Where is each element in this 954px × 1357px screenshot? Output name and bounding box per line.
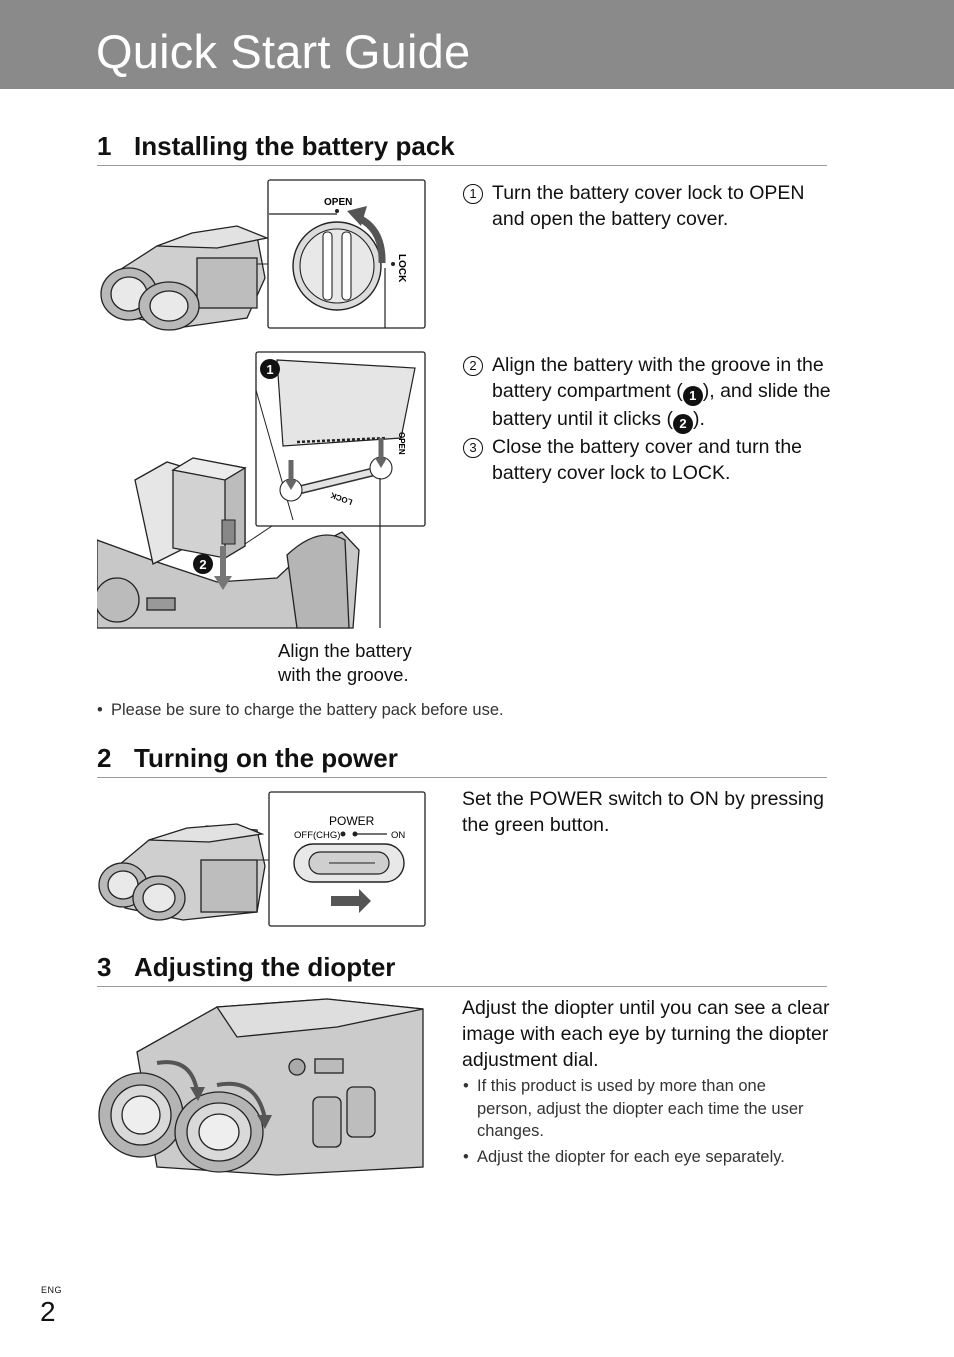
- note-text: Please be sure to charge the battery pac…: [111, 701, 504, 719]
- open-label: OPEN: [397, 432, 406, 455]
- note-text: Adjust the diopter for each eye separate…: [477, 1148, 785, 1166]
- on-label: ON: [391, 830, 405, 841]
- step-1: 1 Turn the battery cover lock to OPEN an…: [463, 180, 833, 232]
- section-number: 3: [97, 952, 112, 982]
- off-chg-label: OFF(CHG): [294, 830, 340, 841]
- caption-line: with the groove.: [278, 664, 409, 685]
- step-marker: 1: [463, 184, 483, 204]
- charge-note: • Please be sure to charge the battery p…: [97, 699, 697, 722]
- step-text-part: ).: [692, 408, 705, 430]
- diopter-instruction: Adjust the diopter until you can see a c…: [462, 997, 830, 1071]
- callout-2: 2: [199, 557, 206, 572]
- diopter-note-1: • If this product is used by more than o…: [463, 1075, 823, 1143]
- section-number: 1: [97, 131, 112, 161]
- step-text: Align the battery with the groove in the…: [463, 352, 833, 434]
- step-2: 2 Align the battery with the groove in t…: [463, 352, 833, 434]
- diopter-figure: [97, 997, 427, 1177]
- language-code: ENG: [41, 1285, 63, 1295]
- bullet: •: [463, 1148, 469, 1166]
- step-text: Close the battery cover and turn the bat…: [492, 436, 803, 484]
- power-instruction: Set the POWER switch to ON by pressing t…: [462, 788, 824, 836]
- bullet: •: [97, 701, 103, 719]
- section-title: Turning on the power: [134, 743, 398, 773]
- section-2-heading: 2 Turning on the power: [97, 744, 827, 778]
- open-label: OPEN: [324, 197, 352, 208]
- step-text-part: ), and slide the battery until it clicks…: [492, 380, 831, 430]
- bullet: •: [463, 1077, 469, 1095]
- section-1-heading: 1 Installing the battery pack: [97, 132, 827, 166]
- power-label: POWER: [329, 814, 375, 828]
- ref-callout-2: 2: [672, 414, 693, 434]
- page-title: Quick Start Guide: [96, 25, 471, 78]
- step-3: 3 Close the battery cover and turn the b…: [463, 434, 833, 486]
- callout-1: 1: [266, 362, 273, 377]
- section-title: Adjusting the diopter: [134, 952, 396, 982]
- caption-line: Align the battery: [278, 640, 412, 661]
- step-marker: 2: [463, 356, 483, 376]
- diopter-note-2: • Adjust the diopter for each eye separa…: [463, 1146, 823, 1169]
- power-switch-figure: POWER OFF(CHG) ON: [97, 790, 429, 930]
- step-text-part: Align the battery with the groove in the…: [492, 354, 824, 402]
- section-number: 2: [97, 743, 112, 773]
- battery-insertion-figure: 2 OPEN LOCK 1: [97, 350, 429, 630]
- step-marker: 3: [463, 438, 483, 458]
- lock-label: LOCK: [396, 254, 407, 283]
- section-title: Installing the battery pack: [134, 131, 455, 161]
- battery-cover-lock-figure: OPEN LOCK: [97, 178, 429, 332]
- section-3-heading: 3 Adjusting the diopter: [97, 953, 827, 987]
- figure-caption: Align the battery with the groove.: [278, 639, 412, 687]
- ref-callout-1: 1: [682, 386, 703, 406]
- step-text: Turn the battery cover lock to OPEN and …: [492, 182, 805, 230]
- note-text: If this product is used by more than one…: [477, 1077, 804, 1140]
- page-number: 2: [40, 1296, 56, 1327]
- title-banner: Quick Start Guide: [0, 0, 954, 89]
